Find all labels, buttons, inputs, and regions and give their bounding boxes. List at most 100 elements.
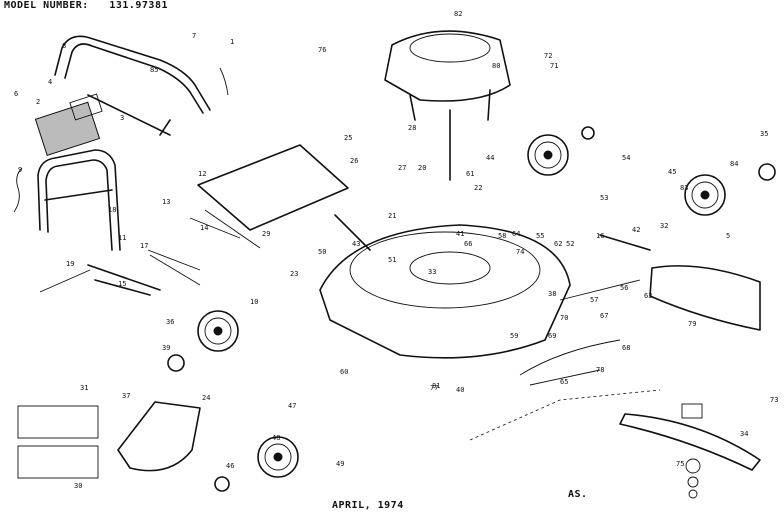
grass-catcher-drawing [17, 401, 201, 479]
callout-66: 66 [464, 240, 472, 248]
callout-5: 5 [726, 232, 730, 240]
callout-61: 61 [466, 170, 474, 178]
callout-28: 28 [408, 124, 416, 132]
callout-74: 74 [516, 248, 524, 256]
callout-42: 42 [632, 226, 640, 234]
callout-81: 81 [432, 382, 440, 390]
page-code: AS. [568, 489, 588, 500]
callout-65: 65 [560, 378, 568, 386]
callout-64: 64 [512, 230, 520, 238]
callout-69: 69 [548, 332, 556, 340]
part-callouts: 1234567891011121314151617181920212223242… [14, 10, 778, 490]
callout-76: 76 [318, 46, 326, 54]
callout-63: 63 [644, 292, 652, 300]
blade-drawing [469, 389, 761, 499]
callout-59: 59 [510, 332, 518, 340]
callout-7: 7 [192, 32, 196, 40]
callout-49: 49 [336, 460, 344, 468]
rear-deflector-drawing [649, 265, 761, 331]
callout-35: 35 [760, 130, 768, 138]
callout-68: 68 [622, 344, 630, 352]
callout-51: 51 [388, 256, 396, 264]
callout-84: 84 [730, 160, 738, 168]
callout-10: 10 [250, 298, 258, 306]
callout-58: 58 [498, 232, 506, 240]
callout-53: 53 [600, 194, 608, 202]
callout-46: 46 [226, 462, 234, 470]
callout-80: 80 [492, 62, 500, 70]
callout-19: 19 [66, 260, 74, 268]
callout-71: 71 [550, 62, 558, 70]
upper-handle-drawing [54, 35, 211, 136]
callout-50: 50 [318, 248, 326, 256]
callout-48: 48 [272, 434, 280, 442]
callout-55: 55 [536, 232, 544, 240]
callout-23: 23 [290, 270, 298, 278]
callout-26: 26 [350, 157, 358, 165]
callout-18: 18 [108, 206, 116, 214]
callout-2: 2 [36, 98, 40, 106]
callout-56: 56 [620, 284, 628, 292]
callout-79: 79 [688, 320, 696, 328]
callout-85: 85 [150, 66, 158, 74]
callout-29: 29 [262, 230, 270, 238]
callout-21: 21 [388, 212, 396, 220]
engine-drawing [384, 30, 511, 181]
callout-1: 1 [230, 38, 234, 46]
callout-20: 20 [418, 164, 426, 172]
callout-31: 31 [80, 384, 88, 392]
callout-73: 73 [770, 396, 778, 404]
callout-24: 24 [202, 394, 210, 402]
callout-11: 11 [118, 234, 126, 242]
callout-52: 52 [566, 240, 574, 248]
callout-27: 27 [398, 164, 406, 172]
callout-70: 70 [560, 314, 568, 322]
callout-3: 3 [120, 114, 124, 122]
mower-deck-drawing [319, 214, 651, 359]
model-number-value: 131.97381 [109, 0, 168, 11]
callout-37: 37 [122, 392, 130, 400]
callout-22: 22 [474, 184, 482, 192]
height-adjuster-drawing [519, 279, 641, 386]
callout-83: 83 [680, 184, 688, 192]
callout-82: 82 [454, 10, 462, 18]
callout-17: 17 [140, 242, 148, 250]
callout-34: 34 [740, 430, 748, 438]
callout-78: 78 [596, 366, 604, 374]
callout-60: 60 [340, 368, 348, 376]
callout-45: 45 [668, 168, 676, 176]
callout-40: 40 [456, 386, 464, 394]
diagram-date: APRIL, 1974 [332, 500, 404, 511]
callout-62: 62 [554, 240, 562, 248]
callout-14: 14 [200, 224, 208, 232]
callout-72: 72 [544, 52, 552, 60]
callout-67: 67 [600, 312, 608, 320]
callout-39: 39 [162, 344, 170, 352]
handle-controls-drawing [13, 67, 229, 213]
callout-57: 57 [590, 296, 598, 304]
callout-12: 12 [198, 170, 206, 178]
callout-44: 44 [486, 154, 494, 162]
model-number-header: MODEL NUMBER: 131.97381 [4, 0, 168, 11]
wheels-drawing [167, 126, 776, 492]
callout-41: 41 [456, 230, 464, 238]
callout-38: 38 [548, 290, 556, 298]
callout-9: 9 [18, 166, 22, 174]
callout-36: 36 [166, 318, 174, 326]
callout-6: 6 [14, 90, 18, 98]
callout-33: 33 [428, 268, 436, 276]
callout-47: 47 [288, 402, 296, 410]
callout-32: 32 [660, 222, 668, 230]
callout-54: 54 [622, 154, 630, 162]
lower-handle-drawing [37, 149, 201, 296]
callout-8: 8 [62, 42, 66, 50]
callout-13: 13 [162, 198, 170, 206]
model-number-label: MODEL NUMBER: [4, 0, 89, 11]
rear-baffle-drawing [189, 144, 349, 249]
callout-15: 15 [118, 280, 126, 288]
callout-4: 4 [48, 78, 52, 86]
callout-25: 25 [344, 134, 352, 142]
callout-30: 30 [74, 482, 82, 490]
callout-16: 16 [596, 232, 604, 240]
